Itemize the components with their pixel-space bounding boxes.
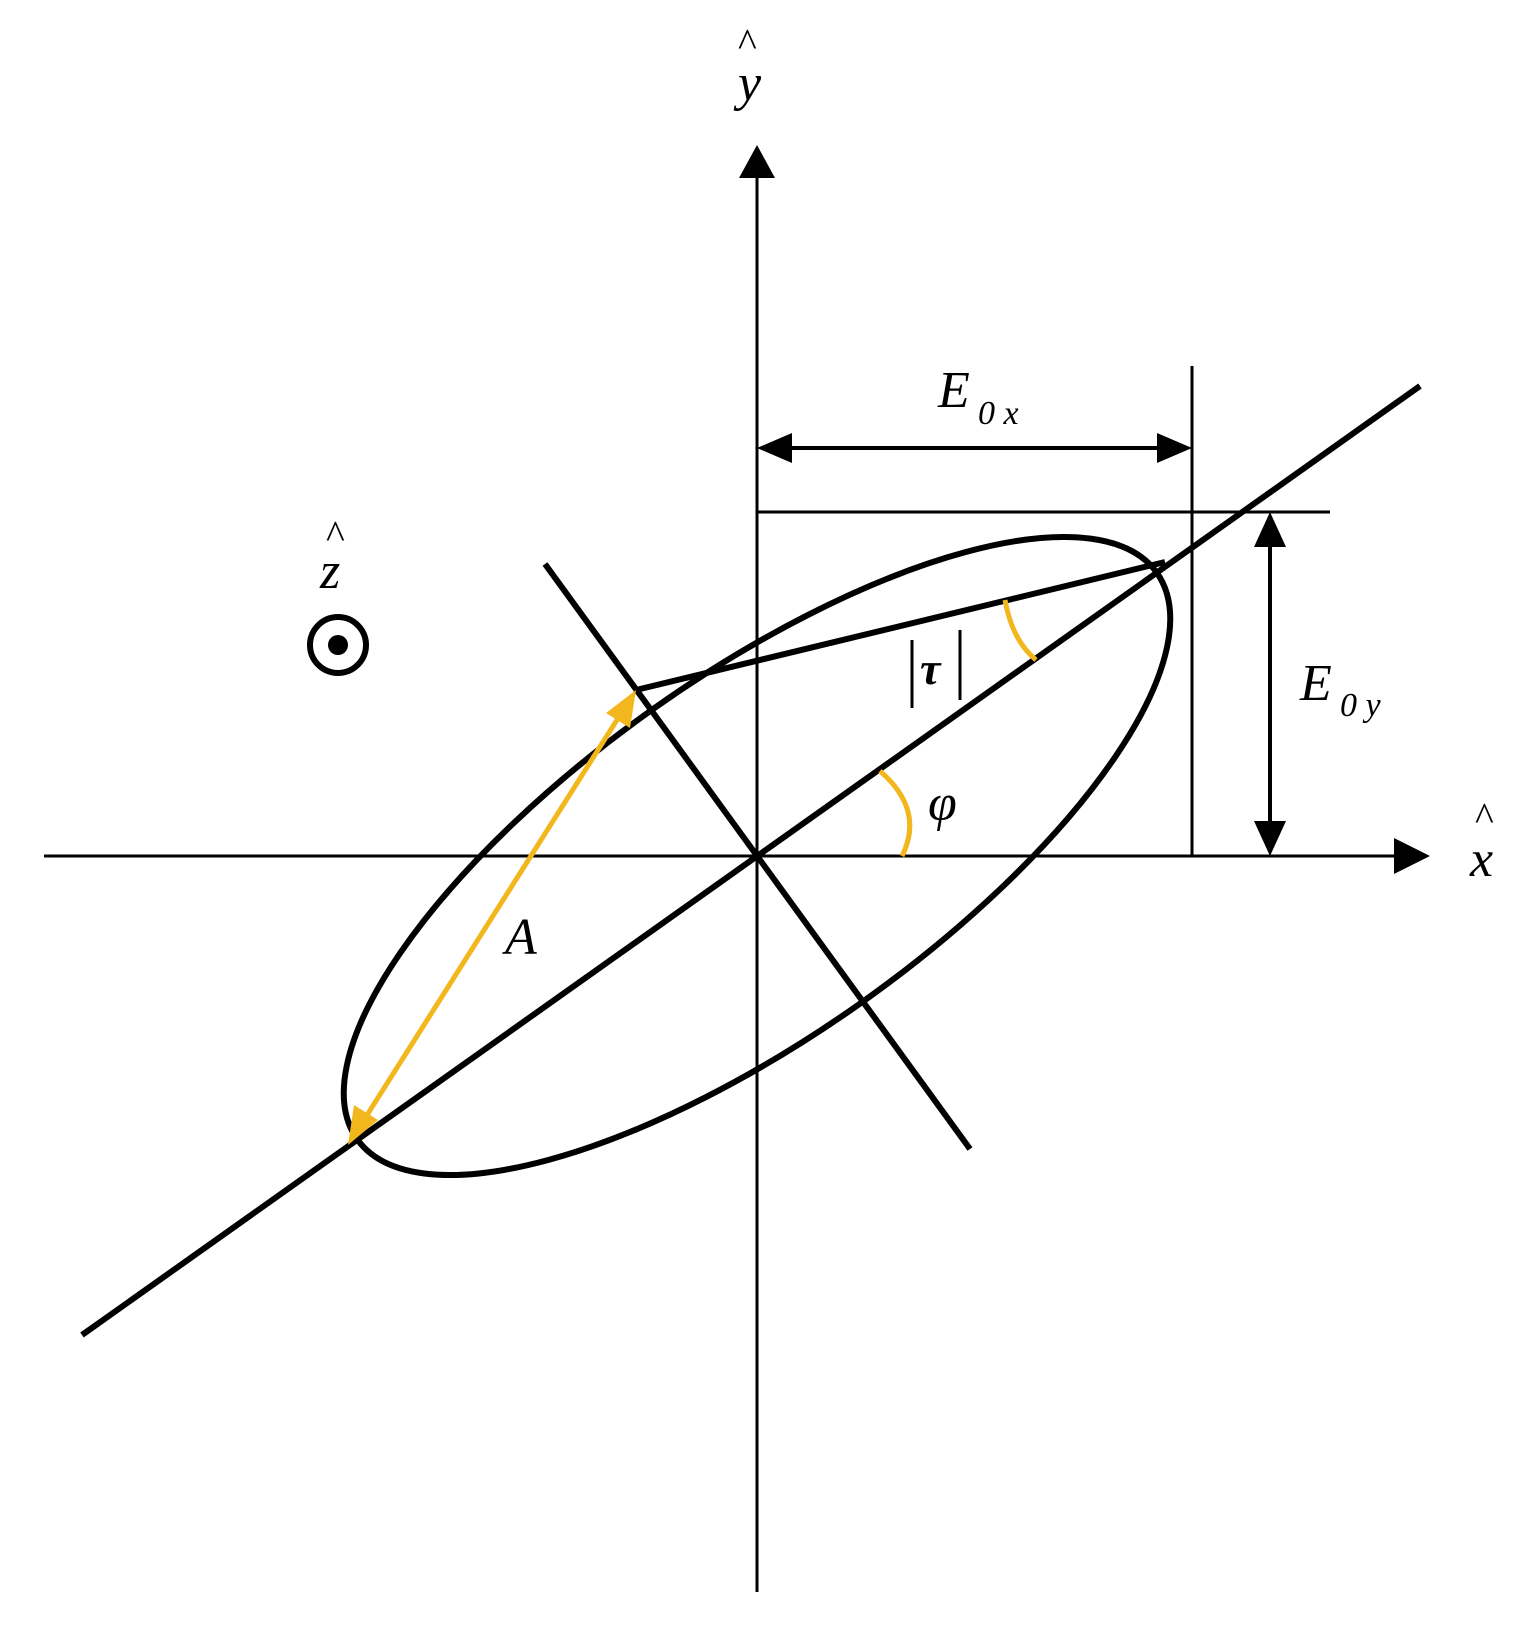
z-axis-label: z [319,543,340,600]
x-axis-label: x [1469,831,1493,888]
amplitude-arrowhead-bottom [348,1105,378,1145]
phi-label: φ [928,775,957,832]
minor-axis-line [542,562,973,1151]
e0y-label-main: E [1299,655,1332,712]
e0y-dimension [1254,512,1286,856]
y-axis-hat: ^ [738,20,757,65]
e0y-label-sub: 0 y [1340,687,1382,724]
e0x-dimension [757,433,1192,463]
amplitude-label: A [502,909,537,966]
x-axis [44,838,1430,874]
y-axis-label: y [733,55,762,112]
e0x-label-main: E [937,362,970,419]
amplitude-arrowhead-top [606,690,636,728]
tau-chord-line [635,559,1166,693]
y-axis-arrowhead [739,145,775,178]
tau-angle-arc [1002,599,1038,662]
polarization-ellipse [340,534,1174,1178]
amplitude-arrow [348,690,636,1145]
x-axis-hat: ^ [1475,794,1494,839]
y-axis [739,145,775,1592]
tau-label: τ [920,643,942,694]
major-axis-line [80,383,1422,1338]
x-axis-arrowhead [1394,838,1430,874]
z-axis-hat: ^ [326,512,345,557]
e0x-label-sub: 0 x [978,395,1019,432]
phi-angle-arc [878,769,913,858]
circle-dot-out-of-page-icon [307,614,369,676]
